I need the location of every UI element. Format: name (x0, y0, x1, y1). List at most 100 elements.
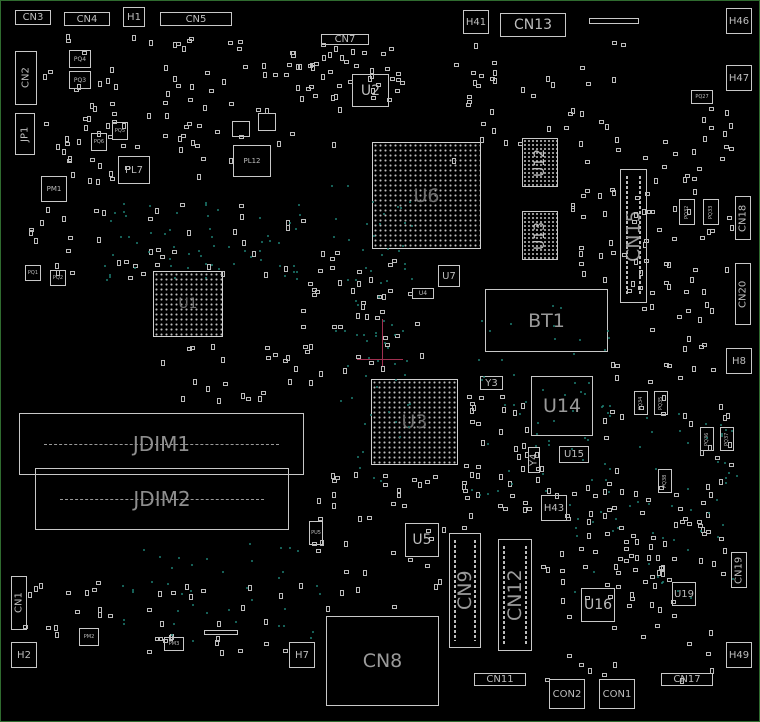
smd-part (659, 565, 665, 570)
smd-part (476, 473, 481, 480)
smd-part (520, 403, 525, 410)
hole-h49: H49 (726, 642, 752, 668)
smd-part (579, 110, 584, 117)
via (700, 529, 703, 532)
smd-part (697, 317, 702, 323)
smd-part (163, 639, 169, 644)
via (404, 267, 407, 270)
label-h46: H46 (728, 15, 750, 27)
label-cn4: CN4 (76, 13, 98, 25)
via (652, 531, 655, 534)
via (258, 216, 261, 219)
smd-part (56, 143, 61, 150)
smd-part (677, 375, 683, 380)
smd-part (633, 491, 638, 498)
jdim1-pin-row (44, 444, 279, 446)
smd-part (402, 503, 408, 508)
chip-u19: U19 (672, 582, 696, 606)
smd-part (216, 621, 221, 628)
label-pq5: PQ5 (114, 128, 126, 134)
smd-part (245, 397, 251, 402)
via (399, 435, 402, 438)
smd-part (689, 421, 694, 428)
hole-h7: H7 (289, 642, 315, 668)
smd-part (520, 466, 525, 473)
smd-part (320, 42, 326, 47)
smd-part (654, 623, 660, 628)
smd-part (122, 122, 127, 129)
smd-part (168, 634, 173, 641)
via (396, 205, 399, 208)
smd-part (705, 651, 711, 656)
smd-part (719, 479, 724, 486)
smd-part (560, 578, 565, 585)
smd-part (479, 74, 485, 79)
via (191, 604, 194, 607)
via (576, 534, 579, 537)
via (148, 250, 151, 253)
smd-part (319, 539, 324, 546)
mosfet-pq3: PQ3 (69, 71, 91, 89)
smd-part (279, 593, 284, 600)
via (547, 444, 550, 447)
via (584, 393, 587, 396)
via (368, 356, 371, 359)
smd-part (394, 334, 400, 339)
smd-part (65, 39, 71, 44)
smd-part (161, 359, 166, 366)
smd-part (317, 516, 323, 521)
smd-part (661, 395, 666, 402)
smd-part (196, 174, 201, 181)
smd-part (102, 209, 107, 216)
mosfet-pq36: PQ36 (700, 427, 714, 451)
smd-part (293, 365, 298, 372)
via (109, 273, 112, 276)
smd-part (414, 322, 420, 327)
smd-part (672, 236, 678, 241)
smd-part (433, 474, 439, 479)
smd-part (638, 285, 644, 290)
label-pq6: PQ6 (93, 139, 105, 145)
smd-part (593, 494, 599, 499)
connector-cn4: CN4 (64, 12, 110, 26)
smd-part (65, 33, 70, 40)
smd-part (221, 270, 226, 277)
smd-part (555, 492, 560, 499)
via (536, 432, 539, 435)
via (604, 478, 607, 481)
via (607, 412, 610, 415)
smd-part (164, 112, 169, 119)
label-pq1: PQ1 (27, 270, 39, 276)
via (205, 557, 208, 560)
smd-part (614, 364, 620, 369)
smd-part (106, 122, 111, 129)
smd-part (364, 314, 369, 321)
smd-part (524, 451, 529, 458)
smd-part (356, 281, 361, 288)
smd-part (607, 594, 613, 599)
smd-part (358, 515, 363, 522)
smd-part (715, 455, 721, 460)
smd-part (105, 78, 110, 85)
crystal-y3: Y3 (480, 376, 503, 390)
smd-part (228, 101, 234, 106)
smd-part (343, 570, 349, 575)
smd-part (238, 40, 244, 45)
smd-part (602, 277, 607, 284)
via (127, 236, 130, 239)
smd-part (220, 650, 224, 657)
trace-vertical (382, 319, 383, 367)
via (402, 244, 405, 247)
via (690, 596, 693, 599)
smd-part (465, 495, 471, 500)
via (112, 254, 115, 257)
smd-part (614, 374, 619, 381)
smd-part (626, 604, 632, 609)
via (124, 214, 127, 217)
smd-part (321, 251, 326, 258)
smd-part (283, 265, 288, 272)
label-cn5: CN5 (185, 13, 207, 25)
smd-part (181, 46, 186, 52)
smd-part (671, 599, 677, 604)
smd-part (649, 291, 655, 296)
